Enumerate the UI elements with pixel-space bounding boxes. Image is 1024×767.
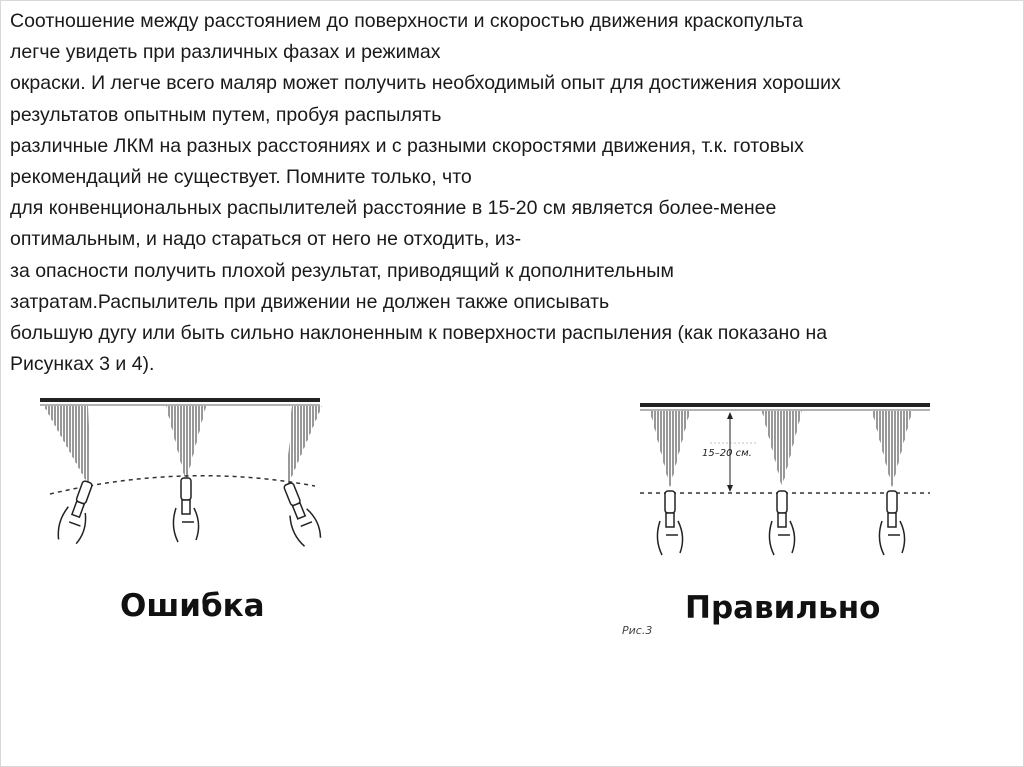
correct-caption: Правильно	[685, 590, 881, 626]
text-line: оптимальным, и надо стараться от него не…	[10, 228, 522, 251]
surface-line	[640, 403, 930, 407]
text-line: большую дугу или быть сильно наклоненным…	[10, 321, 828, 344]
text-line: результатов опытным путем, пробуя распыл…	[10, 103, 442, 126]
text-line: окраски. И легче всего маляр может получ…	[10, 72, 841, 95]
spray-cone	[650, 411, 690, 487]
spray-gun-icon	[57, 480, 93, 545]
text-line: различные ЛКМ на разных расстояниях и с …	[10, 134, 804, 157]
text-line: за опасности получить плохой результат, …	[10, 259, 674, 282]
spray-cone	[166, 406, 206, 482]
spray-cone	[872, 411, 912, 487]
correct-technique-illustration: 15–20 см.	[640, 403, 930, 556]
spray-gun-icon	[172, 477, 200, 543]
figure-number: Рис.3	[622, 624, 653, 637]
spray-cone	[762, 411, 802, 487]
wrong-caption: Ошибка	[120, 588, 265, 624]
spray-cone	[286, 406, 322, 490]
spray-cone	[44, 406, 90, 488]
surface-line	[40, 398, 320, 402]
body-text: Соотношение между расстоянием до поверхн…	[10, 6, 1020, 380]
text-line: рекомендаций не существует. Помните толь…	[10, 165, 472, 188]
distance-label: 15–20 см.	[702, 448, 752, 459]
wrong-technique-illustration	[40, 398, 322, 547]
spray-gun-icon	[283, 482, 322, 547]
text-line: для конвенциональных распылителей рассто…	[10, 197, 777, 220]
text-line: затратам.Распылитель при движении не дол…	[10, 290, 610, 313]
spray-gun-icon	[768, 490, 796, 556]
text-line: Соотношение между расстоянием до поверхн…	[10, 10, 803, 32]
spray-gun-icon	[878, 490, 906, 556]
text-line: легче увидеть при различных фазах и режи…	[10, 41, 441, 64]
text-line: Рисунках 3 и 4).	[10, 353, 155, 376]
spray-gun-icon	[656, 490, 684, 556]
